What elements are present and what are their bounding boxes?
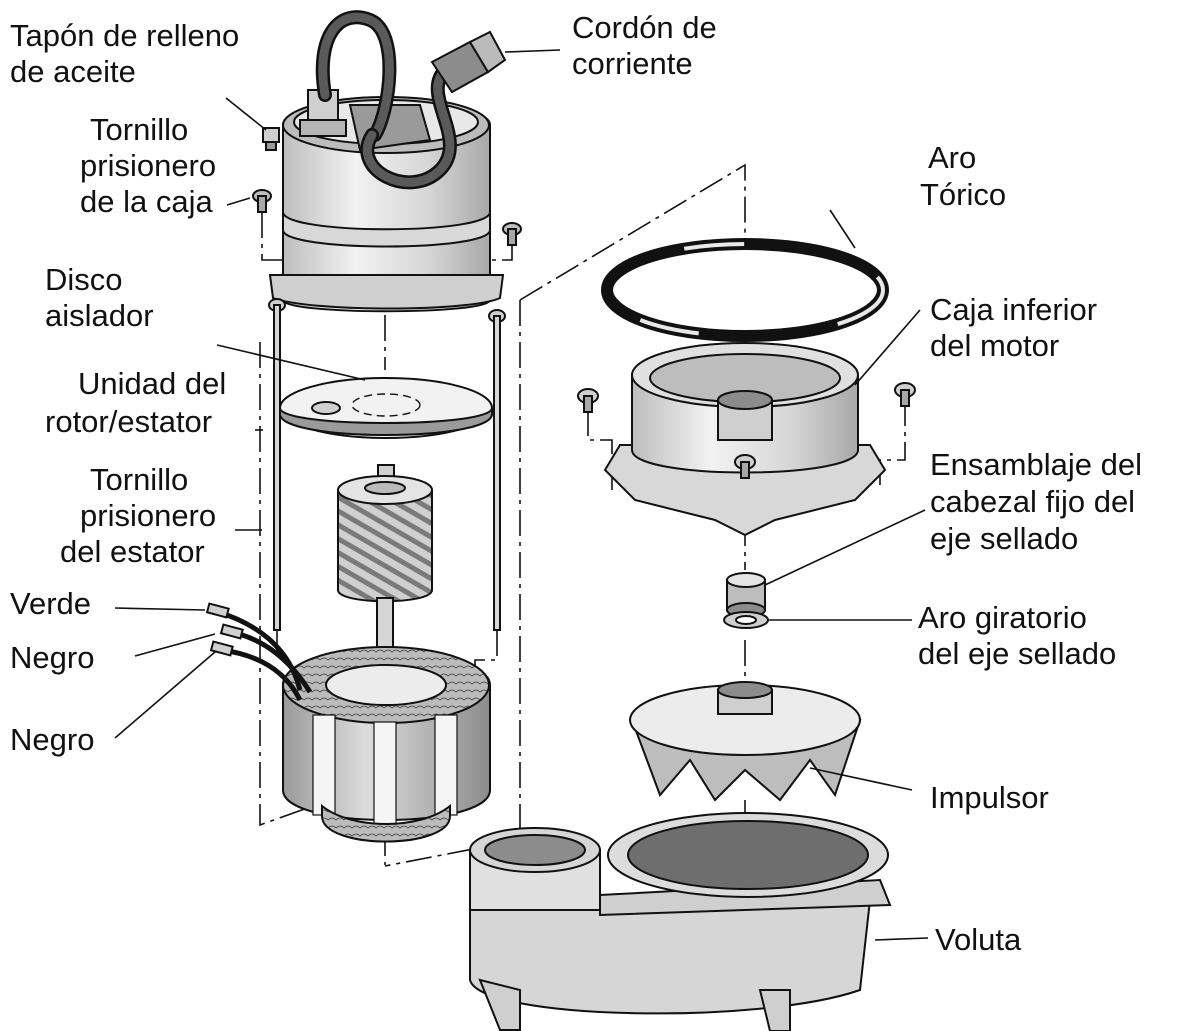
label-stator-screw-line3: del estator <box>60 534 205 569</box>
label-case-screw-line1: Tornillo <box>90 112 188 147</box>
label-seal-head-line3: eje sellado <box>930 521 1078 556</box>
label-rotor-stator-line2: rotor/estator <box>45 404 212 439</box>
label-seal-head-line2: cabezal fijo del <box>930 484 1135 519</box>
label-lower-housing-line1: Caja inferior <box>930 292 1097 327</box>
lower-housing-screw-center <box>734 454 756 479</box>
label-o-ring-line1: Aro <box>928 140 976 175</box>
label-o-ring-line2: Tórico <box>920 177 1006 212</box>
label-black-wire-1: Negro <box>10 640 94 675</box>
label-green-wire: Verde <box>10 586 91 621</box>
label-impeller: Impulsor <box>930 780 1049 815</box>
label-lower-housing-line2: del motor <box>930 328 1059 363</box>
label-volute: Voluta <box>935 922 1022 957</box>
volute <box>469 812 892 1031</box>
rotor <box>337 464 433 659</box>
label-rotor-stator-line1: Unidad del <box>78 366 226 401</box>
housing-screw-right <box>502 222 522 246</box>
shaft-seal-rotating-ring <box>723 611 769 629</box>
label-stator-screw-line1: Tornillo <box>90 462 188 497</box>
stator-bolt-left <box>268 298 286 631</box>
insulator-disc <box>279 377 493 439</box>
callout-labels: Tapón de relleno de aceite Cordón de cor… <box>10 10 1142 957</box>
lower-housing-screw-right <box>894 382 916 407</box>
label-stator-screw-line2: prisionero <box>80 498 216 533</box>
label-black-wire-2: Negro <box>10 722 94 757</box>
stator-bolt-right <box>488 309 506 631</box>
housing-screw-left <box>252 189 272 213</box>
label-oil-plug-line1: Tapón de relleno <box>10 18 239 53</box>
label-rotating-ring-line1: Aro giratorio <box>918 600 1087 635</box>
label-case-screw-line2: prisionero <box>80 148 216 183</box>
leader-lines <box>114 49 929 941</box>
lower-motor-housing <box>603 342 887 537</box>
label-insulator-disc-line2: aislador <box>45 298 154 333</box>
label-case-screw-line3: de la caja <box>80 184 213 219</box>
stator <box>282 646 491 843</box>
label-rotating-ring-line2: del eje sellado <box>918 636 1116 671</box>
lead-wires <box>205 602 313 702</box>
label-insulator-disc-line1: Disco <box>45 262 123 297</box>
label-oil-plug-line2: de aceite <box>10 54 136 89</box>
power-cord <box>315 10 507 190</box>
oil-fill-plug <box>262 127 280 151</box>
o-ring <box>601 238 889 342</box>
impeller <box>629 681 862 802</box>
label-seal-head-line1: Ensamblaje del <box>930 447 1142 482</box>
shaft-seal-head-assembly <box>726 572 766 618</box>
lower-housing-screw-left <box>577 388 599 413</box>
label-power-cord-line2: corriente <box>572 46 693 81</box>
label-power-cord-line1: Cordón de <box>572 10 717 45</box>
